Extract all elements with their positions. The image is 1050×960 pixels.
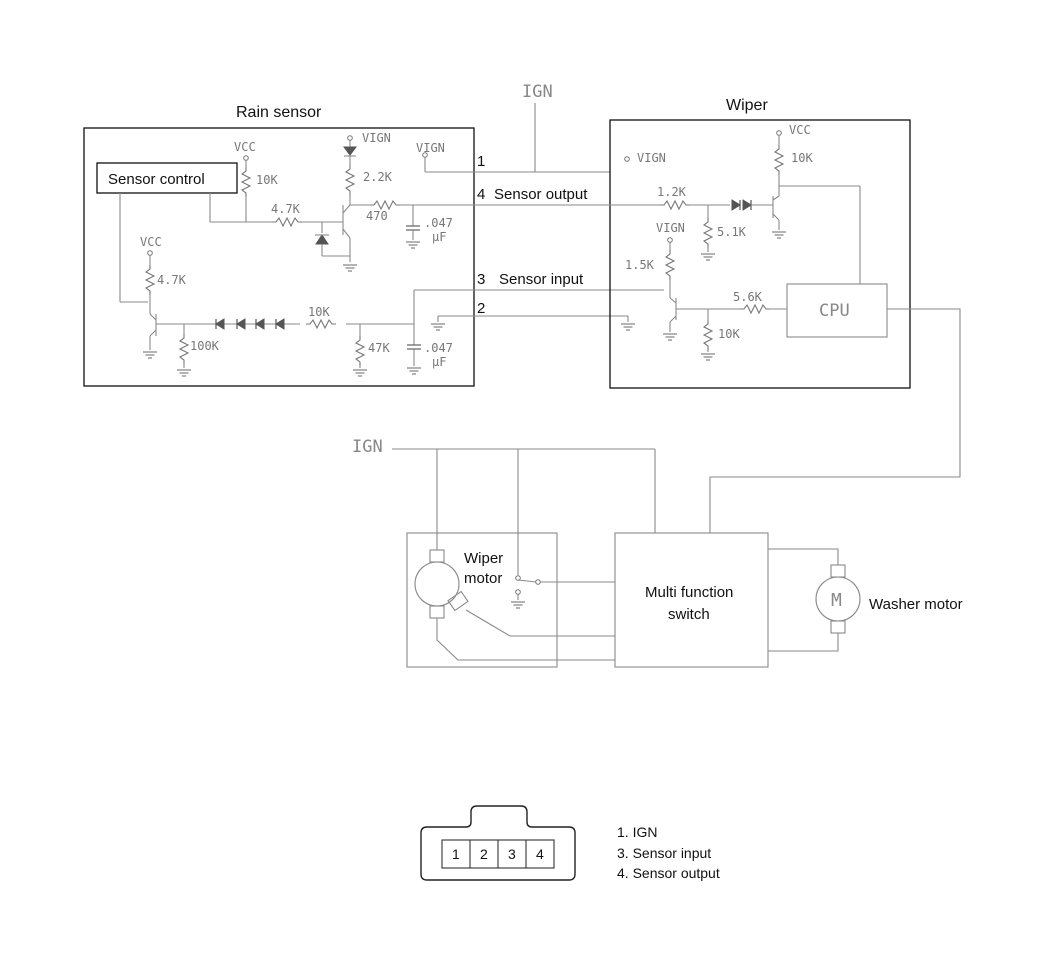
rain-sensor-title: Rain sensor bbox=[236, 104, 322, 121]
vign-label-4: VIGN bbox=[656, 221, 685, 235]
legend-item-3: 3. Sensor input bbox=[617, 845, 711, 861]
pin3-label: 3 bbox=[477, 271, 485, 288]
legend-item-1: 1. IGN bbox=[617, 824, 657, 840]
connector-pin-1: 1 bbox=[452, 846, 460, 862]
vign-label-1: VIGN bbox=[362, 131, 391, 145]
legend-item-4: 4. Sensor output bbox=[617, 865, 720, 881]
r-1-5k-label: 1.5K bbox=[625, 258, 655, 272]
connector-pin-3: 3 bbox=[508, 846, 516, 862]
wiper-title: Wiper bbox=[726, 97, 768, 114]
cpu-box bbox=[786, 283, 888, 338]
pin4-label: 4 bbox=[477, 186, 485, 203]
washer-motor-symbol: M bbox=[831, 590, 842, 611]
r-10k-c-label: 10K bbox=[791, 151, 813, 165]
r-2-2k-label: 2.2K bbox=[363, 170, 393, 184]
pin1-label: 1 bbox=[477, 153, 485, 170]
wiper-box bbox=[609, 119, 911, 389]
cap-047-b-label: .047 bbox=[424, 341, 453, 355]
multi-function-switch-box bbox=[614, 532, 769, 668]
mfs-label-2: switch bbox=[668, 606, 710, 623]
vcc-label-2: VCC bbox=[140, 235, 162, 249]
r-10k-a-label: 10K bbox=[256, 173, 278, 187]
r-5-1k-label: 5.1K bbox=[717, 225, 747, 239]
sensor-control-box bbox=[96, 162, 238, 194]
connector-outline bbox=[420, 805, 576, 881]
wiper-motor-label-2: motor bbox=[464, 570, 502, 587]
r-10k-b-label: 10K bbox=[308, 305, 330, 319]
connector-pin-2: 2 bbox=[480, 846, 488, 862]
vign-label-2: VIGN bbox=[416, 141, 445, 155]
sensor-control-label: Sensor control bbox=[108, 171, 205, 188]
mfs-label-1: Multi function bbox=[645, 584, 733, 601]
r-5-6k-label: 5.6K bbox=[733, 290, 763, 304]
connector-pin-4: 4 bbox=[536, 846, 544, 862]
cap-uf-b-label: µF bbox=[432, 355, 446, 369]
cpu-label: CPU bbox=[819, 301, 850, 321]
r-100k-label: 100K bbox=[190, 339, 220, 353]
ign-top-label: IGN bbox=[522, 82, 553, 102]
rain-sensor-box bbox=[83, 127, 475, 387]
ign-mid-label: IGN bbox=[352, 437, 383, 457]
cap-uf-a-label: µF bbox=[432, 230, 446, 244]
vcc-label-3: VCC bbox=[789, 123, 811, 137]
r-47k-label: 47K bbox=[368, 341, 390, 355]
r-10k-d-label: 10K bbox=[718, 327, 740, 341]
wiper-motor-box bbox=[406, 532, 558, 668]
pin2-label: 2 bbox=[477, 300, 485, 317]
wiper-motor-icon bbox=[414, 561, 460, 607]
r-1-2k-label: 1.2K bbox=[657, 185, 687, 199]
vcc-label-1: VCC bbox=[234, 140, 256, 154]
wiper-motor-label-1: Wiper bbox=[464, 550, 503, 567]
cap-047-a-label: .047 bbox=[424, 216, 453, 230]
washer-motor-label: Washer motor bbox=[869, 596, 963, 613]
r-4-7k-a-label: 4.7K bbox=[271, 202, 301, 216]
pin4-name: Sensor output bbox=[494, 186, 588, 203]
pin3-name: Sensor input bbox=[499, 271, 584, 288]
vign-label-3: VIGN bbox=[637, 151, 666, 165]
r-470-label: 470 bbox=[366, 209, 388, 223]
r-4-7k-b-label: 4.7K bbox=[157, 273, 187, 287]
